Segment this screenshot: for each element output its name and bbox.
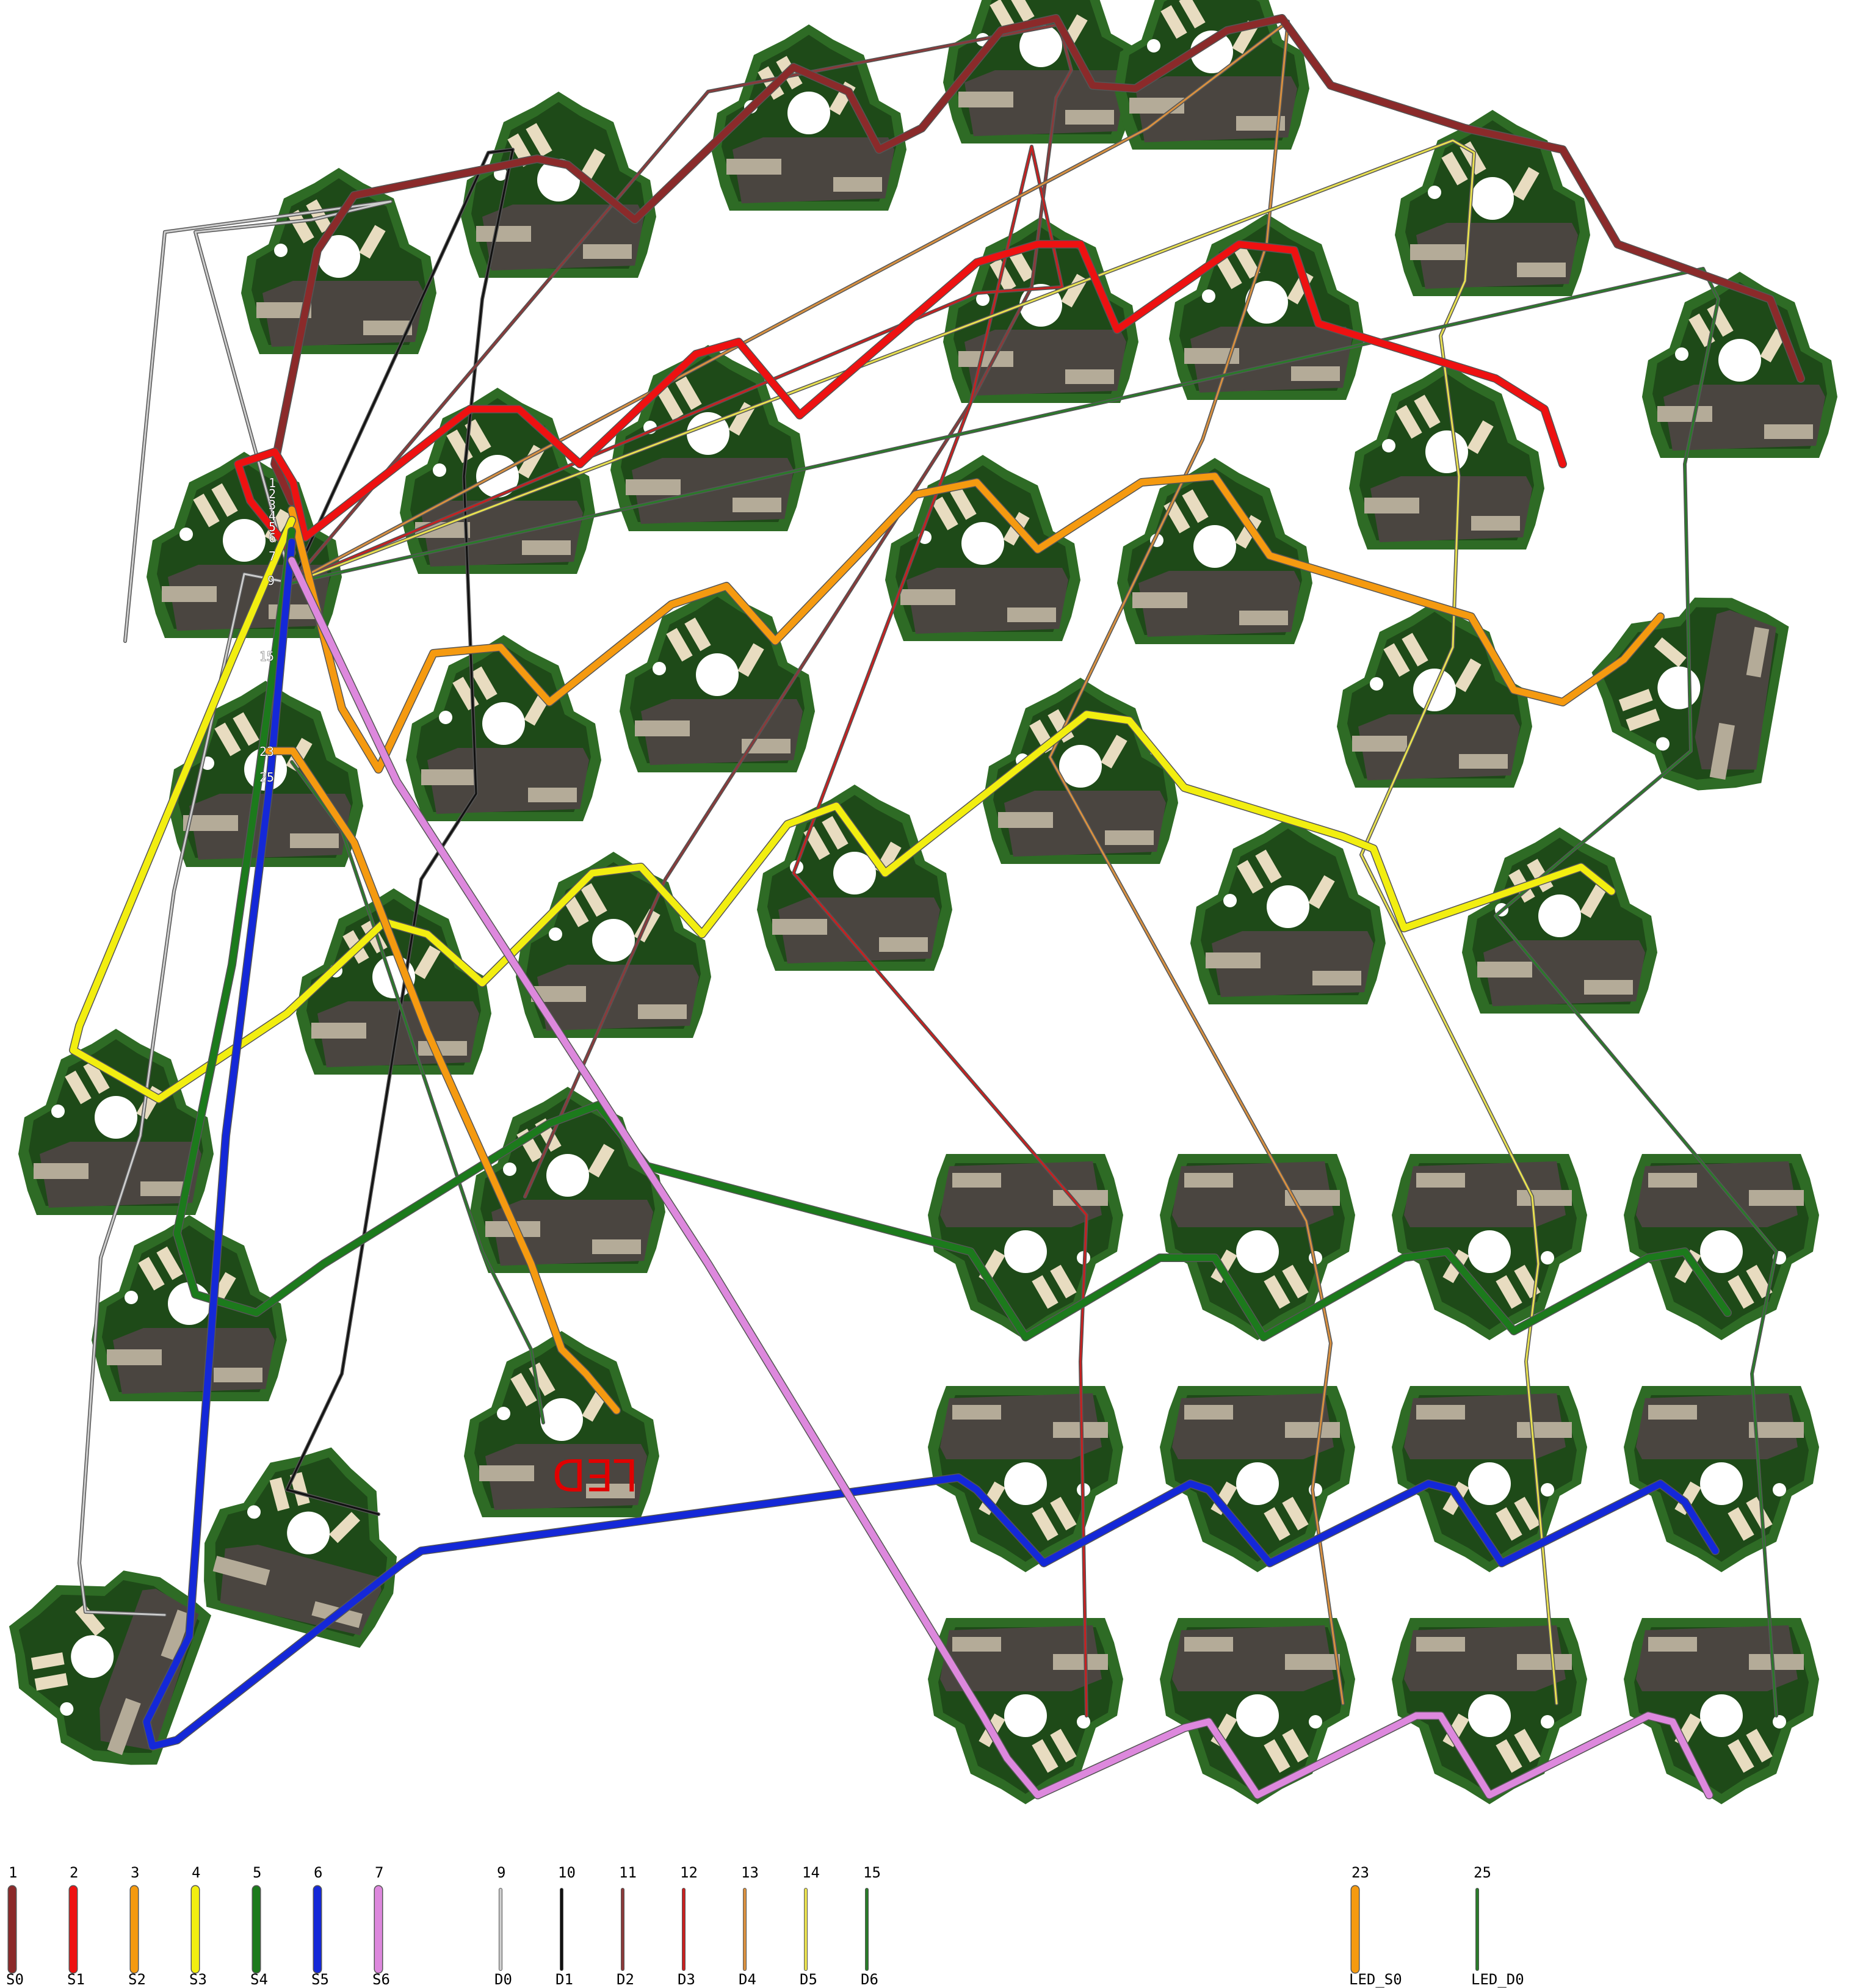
trace-led-s0: [265, 747, 620, 1414]
key-switch-footprint: [1392, 1618, 1587, 1804]
signal-traces: [69, 14, 1805, 1799]
legend-pin-number: 15: [863, 1864, 881, 1881]
trace-d0: [78, 573, 293, 1616]
pin-label: 1: [269, 476, 276, 490]
key-switch-footprint: [1624, 1618, 1819, 1804]
legend-pin-number: 23: [1351, 1864, 1369, 1881]
legend-pin-number: 25: [1474, 1864, 1491, 1881]
legend-signal-name: D5: [800, 1971, 817, 1988]
trace-s2: [288, 473, 1664, 773]
trace-d4: [291, 20, 1344, 1705]
trace-s1: [234, 241, 1566, 556]
legend-signal-name: D6: [861, 1971, 878, 1988]
key-switch-footprint: [1574, 576, 1792, 801]
key-switch-footprint: [189, 1422, 426, 1653]
trace-d3: [291, 145, 1088, 1717]
key-switch-footprint: [610, 345, 806, 531]
pin-label: 9: [267, 573, 275, 588]
pin-label: 25: [259, 770, 274, 785]
legend-pin-number: 4: [192, 1864, 200, 1881]
key-switch-footprint: [400, 388, 595, 574]
legend-entry: 1S0: [6, 1864, 24, 1988]
legend-entry: 7S6: [372, 1864, 390, 1988]
key-switch-footprint: [620, 586, 815, 772]
legend-signal-name: S3: [189, 1971, 207, 1988]
key-switch-footprint: [1642, 272, 1837, 458]
key-switch-footprint: [1337, 601, 1532, 788]
legend-signal-name: D4: [739, 1971, 756, 1988]
pin-label: 2: [269, 487, 276, 501]
key-switch-footprint: [1624, 1386, 1819, 1572]
key-switch-footprint: [0, 1534, 218, 1782]
legend-entry: 6S5: [311, 1864, 329, 1988]
legend-pin-number: 11: [619, 1864, 637, 1881]
trace-s3: [70, 517, 1615, 1103]
header-pins: 1 2 3 4 5 6 7 9 15 23 25: [259, 476, 277, 785]
legend-signal-name: D1: [555, 1971, 573, 1988]
pin-label: 6: [269, 531, 276, 545]
legend-signal-name: S5: [311, 1971, 329, 1988]
key-switch-footprint: [1462, 827, 1657, 1014]
key-switch-footprint: [406, 635, 601, 821]
trace-s4: [173, 528, 1731, 1341]
legend-signal-name: LED_D0: [1471, 1971, 1524, 1988]
trace-d5: [291, 139, 1558, 1705]
legend-signal-name: S6: [372, 1971, 390, 1988]
trace-d1: [286, 148, 514, 1515]
legend-signal-name: S1: [67, 1971, 85, 1988]
legend-signal-name: D0: [494, 1971, 512, 1988]
legend-entry: 2S1: [67, 1864, 85, 1988]
legend-signal-name: LED_S0: [1349, 1971, 1402, 1988]
legend-pin-number: 3: [131, 1864, 139, 1881]
trace-d0-branch: [124, 200, 392, 642]
legend-pin-number: 7: [375, 1864, 383, 1881]
pin-label: 7: [269, 549, 276, 564]
led-marker: LED: [552, 1449, 638, 1500]
trace-d2: [291, 23, 1073, 1198]
legend-pin-number: 13: [741, 1864, 759, 1881]
led-label: LED: [552, 1449, 638, 1500]
legend-pin-number: 10: [558, 1864, 576, 1881]
legend-signal-name: D3: [678, 1971, 695, 1988]
legend-entry: 3S2: [128, 1864, 146, 1988]
legend: 1S02S13S24S35S46S57S69D010D111D212D313D4…: [6, 1864, 1524, 1988]
legend-pin-number: 2: [70, 1864, 78, 1881]
legend-entry: 5S4: [250, 1864, 268, 1988]
legend-pin-number: 14: [802, 1864, 820, 1881]
legend-pin-number: 5: [253, 1864, 261, 1881]
key-switch-footprint: [1624, 1154, 1819, 1340]
trace-s5: [143, 539, 1719, 1750]
pin-label: 4: [269, 509, 276, 523]
pin-label: 23: [259, 744, 274, 759]
legend-signal-name: S0: [6, 1971, 24, 1988]
legend-signal-name: S2: [128, 1971, 146, 1988]
legend-entry: 9D0: [494, 1864, 512, 1988]
legend-pin-number: 6: [314, 1864, 322, 1881]
pin-label: 15: [259, 649, 274, 664]
legend-pin-number: 12: [680, 1864, 698, 1881]
trace-s0: [271, 15, 1804, 506]
legend-signal-name: D2: [617, 1971, 634, 1988]
key-switch-footprint: [1160, 1618, 1355, 1804]
pin-label: 5: [269, 520, 276, 534]
legend-signal-name: S4: [250, 1971, 268, 1988]
trace-s6: [288, 557, 1713, 1799]
legend-pin-number: 9: [497, 1864, 505, 1881]
legend-entry: 4S3: [189, 1864, 207, 1988]
legend-pin-number: 1: [9, 1864, 17, 1881]
key-switch-footprint: [1392, 1154, 1587, 1340]
pin-label: 3: [269, 498, 276, 512]
